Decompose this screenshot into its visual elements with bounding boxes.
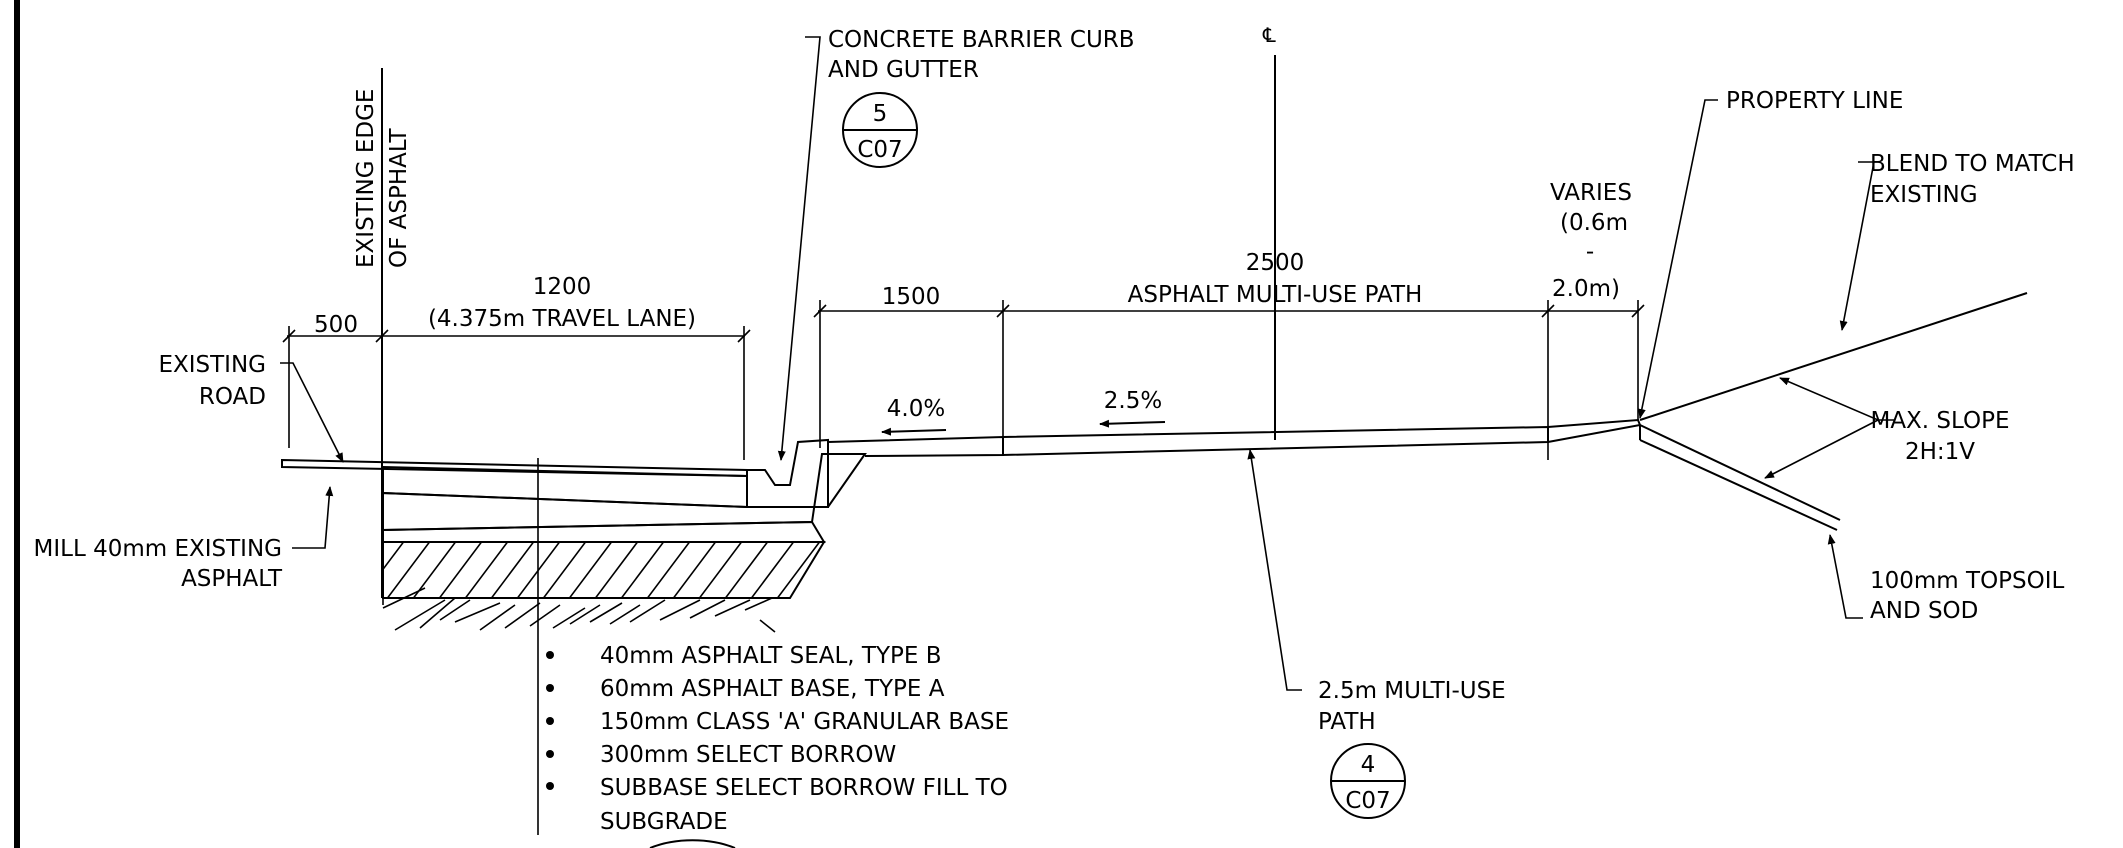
hatch-line [567, 542, 614, 598]
blend-label-1: BLEND TO MATCH [1870, 151, 2075, 177]
subgrade-hatch [382, 587, 776, 633]
layer-item-4: 300mm SELECT BORROW [600, 742, 896, 768]
multi-use-path-label-2: PATH [1318, 709, 1376, 735]
existing-road-label-1: EXISTING [158, 352, 266, 378]
hatch-line [801, 542, 824, 598]
detail-bubble-5-c07: 5 C07 [842, 92, 918, 168]
sheet-border-left [14, 0, 20, 848]
varies-label-2: (0.6m [1560, 210, 1628, 236]
leader-lines [280, 36, 1895, 691]
section-title-bubble [649, 839, 736, 848]
hatch-line [385, 542, 432, 598]
borrow-hatching [383, 540, 899, 600]
hatch-line [383, 542, 406, 598]
shoulder-dimension: 500 [314, 312, 358, 338]
detail-number-5: 5 [873, 101, 888, 127]
path-dimension-value: 2500 [1246, 250, 1305, 276]
topsoil-label-1: 100mm TOPSOIL [1870, 568, 2065, 594]
layer-item-1: 40mm ASPHALT SEAL, TYPE B [600, 643, 942, 669]
hatch-line [619, 542, 666, 598]
mill-label-2: ASPHALT [181, 566, 283, 592]
max-slope-label-2: 2H:1V [1905, 439, 1975, 465]
detail-number-4: 4 [1361, 752, 1376, 778]
varies-label-4: 2.0m) [1552, 276, 1620, 302]
slope-path: 2.5% [1104, 388, 1162, 414]
barrier-curb-label-1: CONCRETE BARRIER CURB [828, 27, 1135, 53]
multi-use-path-label-1: 2.5m MULTI-USE [1318, 678, 1506, 704]
hatch-line [437, 542, 484, 598]
hatch-line [463, 542, 510, 598]
pavement-layer-list: 40mm ASPHALT SEAL, TYPE B 60mm ASPHALT B… [546, 643, 1009, 835]
existing-edge-label-2: OF ASPHALT [386, 127, 412, 268]
bullet [546, 717, 554, 725]
bullet [546, 782, 554, 790]
layer-item-5: SUBBASE SELECT BORROW FILL TO [600, 775, 1008, 801]
bullet [546, 651, 554, 659]
detail-bubble-4-c07: 4 C07 [1330, 743, 1406, 819]
detail-sheet-c07: C07 [857, 137, 902, 163]
dimension-lines [282, 300, 1645, 460]
hatch-line [775, 542, 822, 598]
hatch-line [854, 540, 899, 600]
boulevard-dimension: 1500 [882, 284, 941, 310]
slope-arrow-boulevard [881, 427, 947, 436]
path-dimension-note: ASPHALT MULTI-USE PATH [1128, 282, 1423, 308]
centerline-symbol: ℄ [1262, 23, 1276, 47]
layer-item-3: 150mm CLASS 'A' GRANULAR BASE [600, 709, 1009, 735]
hatch-line [541, 542, 588, 598]
topsoil-label-2: AND SOD [1870, 598, 1978, 624]
bullet [546, 750, 554, 758]
varies-label-1: VARIES [1550, 180, 1632, 206]
max-slope-label-1: MAX. SLOPE [1870, 408, 2009, 434]
select-borrow-layer [382, 540, 899, 600]
mill-label-1: MILL 40mm EXISTING [34, 536, 283, 562]
hatch-line [723, 542, 770, 598]
existing-edge-label-1: EXISTING EDGE [353, 89, 379, 268]
barrier-curb-label-2: AND GUTTER [828, 57, 979, 83]
hatch-line [593, 542, 640, 598]
layer-item-2: 60mm ASPHALT BASE, TYPE A [600, 676, 945, 702]
slope-boulevard: 4.0% [887, 396, 945, 422]
hatch-line [489, 542, 536, 598]
shoulder-and-slopes [1547, 292, 2028, 531]
hatch-line [671, 542, 718, 598]
layer-item-6: SUBGRADE [600, 809, 728, 835]
varies-label-3: - [1586, 239, 1594, 265]
hatch-line [828, 540, 873, 600]
barrier-curb [746, 438, 829, 508]
existing-road-label-2: ROAD [199, 384, 266, 410]
hatch-line [749, 542, 796, 598]
hatch-line [645, 542, 692, 598]
blend-label-2: EXISTING [1870, 182, 1978, 208]
property-line-label: PROPERTY LINE [1726, 88, 1903, 114]
travel-lane-dimension-note: (4.375m TRAVEL LANE) [428, 306, 696, 332]
travel-lane-dimension-value: 1200 [533, 274, 592, 300]
bullet [546, 684, 554, 692]
hatch-line [697, 542, 744, 598]
slope-arrow-path [1099, 419, 1166, 428]
detail-sheet-c07-2: C07 [1345, 788, 1390, 814]
